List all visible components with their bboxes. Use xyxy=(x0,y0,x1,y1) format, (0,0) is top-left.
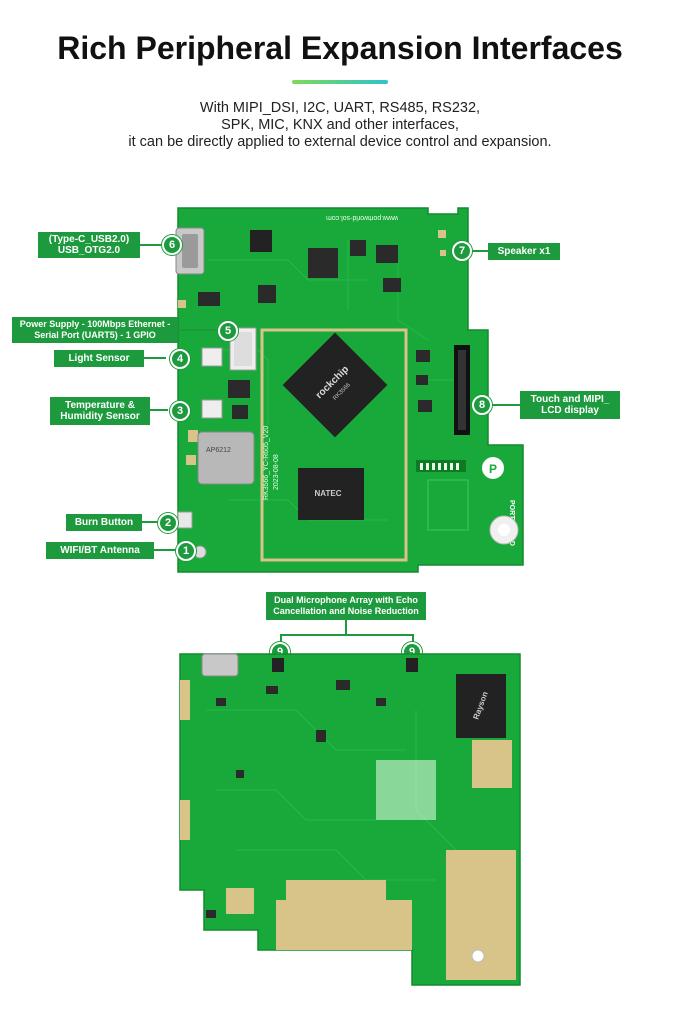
bottom-board-image: Rayson xyxy=(179,653,521,986)
silkscreen-url: www.portworld-sol.com xyxy=(326,214,399,221)
callout-9-label: Dual Microphone Array with Echo Cancella… xyxy=(266,592,426,620)
page-title: Rich Peripheral Expansion Interfaces xyxy=(57,30,623,66)
temp-sensor-connector xyxy=(201,399,223,419)
portworld-logo xyxy=(482,457,504,479)
callout-2-badge: 2 xyxy=(158,513,178,533)
callout-8-label: Touch and MIPI_ LCD display xyxy=(520,391,620,419)
callout-3-badge: 3 xyxy=(170,401,190,421)
wifi-module xyxy=(197,431,255,485)
callout-5-badge: 5 xyxy=(218,321,238,341)
callout-6-badge: 6 xyxy=(162,235,182,255)
subtitle-line-1: With MIPI_DSI, I2C, UART, RS485, RS232, xyxy=(199,100,481,116)
subtitle-line-2: SPK, MIC, KNX and other interfaces, xyxy=(221,117,459,133)
silkscreen-model: RK3566_YC-R605_V20 xyxy=(263,426,270,500)
callout-4-badge: 4 xyxy=(170,349,190,369)
subtitle-line-3: it can be directly applied to external d… xyxy=(128,134,552,150)
bottom-usb-port xyxy=(201,653,239,677)
cpu-shield-frame xyxy=(260,328,408,562)
callout-1-label: WIFI/BT Antenna xyxy=(46,542,154,559)
silkscreen-date: 2023-08-08 xyxy=(273,454,280,490)
callout-3-label: Temperature & Humidity Sensor xyxy=(50,397,150,425)
callout-7-badge: 7 xyxy=(452,241,472,261)
wifi-module-text: AP6212 xyxy=(206,447,231,454)
burn-button-part xyxy=(177,511,193,529)
top-board-image: www.portworld-sol.com rockchip RK3566 RK… xyxy=(175,207,524,573)
callout-4-label: Light Sensor xyxy=(54,350,144,367)
title-underline xyxy=(292,80,388,84)
callout-2-label: Burn Button xyxy=(66,514,142,531)
light-sensor-connector xyxy=(201,347,223,367)
page-subtitle: With MIPI_DSI, I2C, UART, RS485, RS232, … xyxy=(0,100,680,151)
callout-8-badge: 8 xyxy=(472,395,492,415)
callout-1-badge: 1 xyxy=(176,541,196,561)
portworld-logo-letter: P xyxy=(489,462,497,476)
callout-6-label: (Type-C_USB2.0) USB_OTG2.0 xyxy=(38,232,140,258)
callout-7-label: Speaker x1 xyxy=(488,243,560,260)
callout-5-label: Power Supply - 100Mbps Ethernet - Serial… xyxy=(12,317,178,343)
memory-brand-text: NATEC xyxy=(315,489,342,498)
memory-chip xyxy=(298,468,364,520)
rayson-chip xyxy=(456,674,506,738)
